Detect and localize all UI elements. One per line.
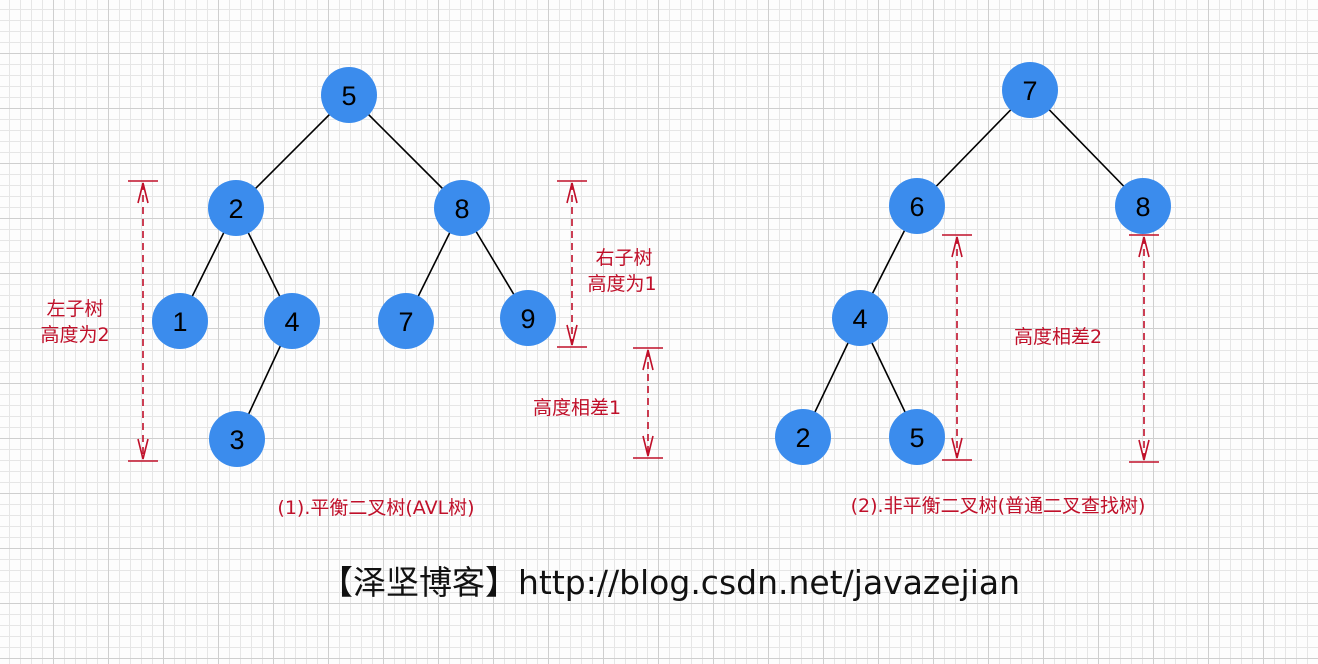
node-circle	[208, 180, 264, 236]
node-label: 5	[909, 423, 924, 453]
left-subtree-label-2: 高度为2	[40, 324, 109, 346]
tree1-node-8: 8	[434, 180, 490, 236]
node-label: 1	[172, 307, 187, 337]
tree1-node-7: 7	[378, 293, 434, 349]
footer-blog-url: 【泽坚博客】http://blog.csdn.net/javazejian	[320, 563, 1020, 602]
node-label: 2	[228, 194, 243, 224]
tree2-left-height-arrow	[942, 234, 972, 461]
node-label: 5	[341, 81, 356, 111]
node-label: 3	[229, 425, 244, 455]
height-diff-1-arrow	[633, 347, 663, 459]
height-diff-1-label: 高度相差1	[533, 397, 621, 419]
tree1-node-9: 9	[500, 290, 556, 346]
node-label: 4	[852, 304, 867, 334]
node-circle	[152, 293, 208, 349]
node-label: 2	[795, 423, 810, 453]
tree1-node-4: 4	[264, 293, 320, 349]
tree2-caption: (2).非平衡二叉树(普通二叉查找树)	[851, 495, 1146, 517]
node-label: 8	[1135, 192, 1150, 222]
tree1-caption: (1).平衡二叉树(AVL树)	[277, 497, 474, 519]
node-label: 4	[284, 307, 299, 337]
tree1-node-2: 2	[208, 180, 264, 236]
node-circle	[321, 67, 377, 123]
node-label: 7	[398, 307, 413, 337]
tree2-right-height-arrow	[1129, 234, 1159, 463]
node-circle	[889, 409, 945, 465]
node-circle	[500, 290, 556, 346]
node-circle	[209, 411, 265, 467]
node-label: 9	[520, 304, 535, 334]
right-subtree-label-1: 右子树	[595, 247, 652, 269]
node-circle	[889, 178, 945, 234]
node-circle	[1115, 178, 1171, 234]
node-circle	[264, 293, 320, 349]
node-label: 7	[1022, 76, 1037, 106]
tree2-node-8: 8	[1115, 178, 1171, 234]
tree1-node-3: 3	[209, 411, 265, 467]
node-label: 6	[909, 192, 924, 222]
node-circle	[1002, 62, 1058, 118]
tree1-node-1: 1	[152, 293, 208, 349]
tree2-node-2: 2	[775, 409, 831, 465]
node-circle	[378, 293, 434, 349]
node-circle	[775, 409, 831, 465]
tree1-node-5: 5	[321, 67, 377, 123]
left-subtree-label-1: 左子树	[46, 298, 103, 320]
left-subtree-height-arrow	[128, 180, 158, 462]
node-label: 8	[454, 194, 469, 224]
tree2-node-7: 7	[1002, 62, 1058, 118]
tree2-node-6: 6	[889, 178, 945, 234]
tree2-node-5: 5	[889, 409, 945, 465]
tree2-node-4: 4	[832, 290, 888, 346]
right-subtree-label-2: 高度为1	[587, 273, 656, 295]
height-diff-2-label: 高度相差2	[1014, 326, 1102, 348]
right-subtree-height-arrow	[557, 180, 587, 348]
node-circle	[832, 290, 888, 346]
node-circle	[434, 180, 490, 236]
